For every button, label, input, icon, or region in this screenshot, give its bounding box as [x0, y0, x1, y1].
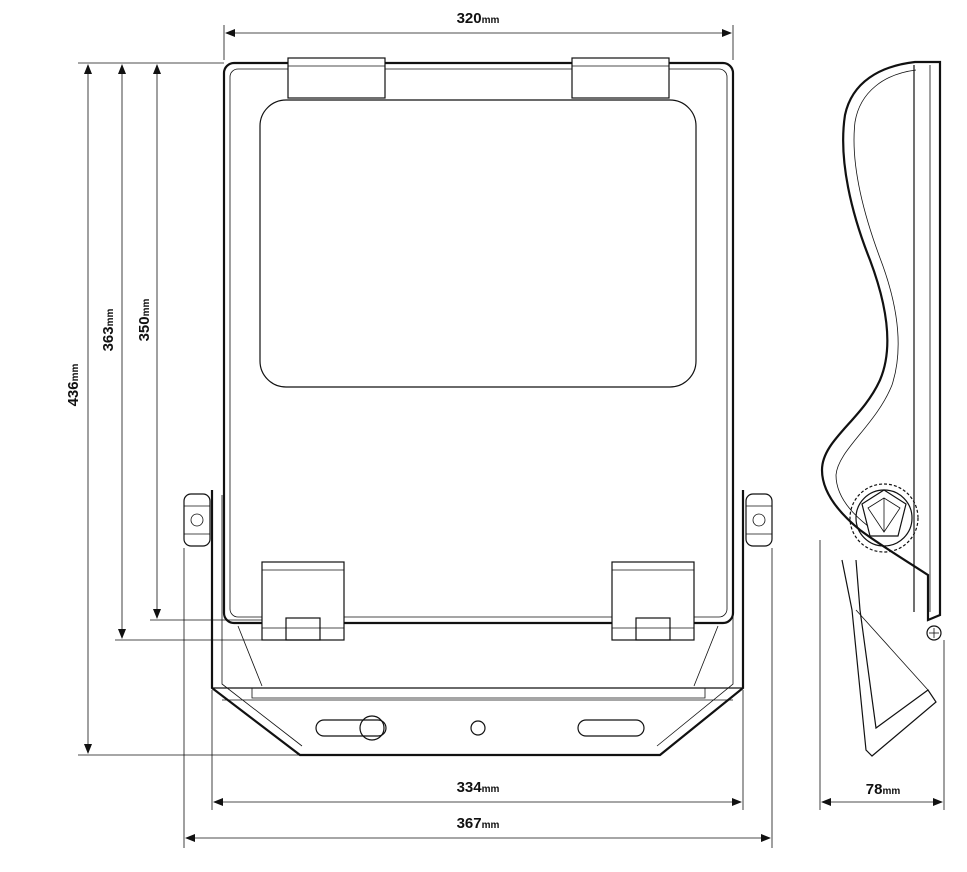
housing-body: [222, 61, 735, 625]
side-view: [820, 60, 942, 757]
bottom-clip-left: [261, 561, 345, 641]
side-housing-inner: [835, 69, 917, 527]
tilt-gear-knob: [849, 483, 919, 553]
housing-inner-edge: [229, 68, 728, 618]
dim-depth-label: 78mm: [866, 781, 901, 798]
top-clip-left: [287, 57, 386, 99]
keyhole-slot: [315, 715, 387, 741]
mounting-bracket: [210, 490, 745, 757]
knob-right: [745, 493, 773, 547]
dim-bracket-width-label: 334mm: [457, 779, 500, 796]
dim-height-350: 350mm: [136, 64, 262, 621]
dim-top-width: 320mm: [223, 10, 734, 60]
dim-overall-width: 367mm: [183, 548, 773, 848]
dim-height-total-label: 436mm: [65, 363, 82, 406]
dim-bracket-width: 334mm: [211, 690, 744, 810]
front-view: [183, 57, 773, 757]
side-housing-profile: [820, 60, 942, 622]
dim-height-363-label: 363mm: [100, 308, 117, 351]
elongated-slot: [577, 719, 645, 737]
lens-window: [259, 99, 697, 388]
dim-depth: 78mm: [819, 540, 945, 810]
dim-height-363: 363mm: [100, 64, 262, 641]
center-hole: [470, 720, 486, 736]
side-bracket-arm: [841, 559, 942, 757]
dim-height-350-label: 350mm: [136, 298, 153, 341]
bottom-clip-right: [611, 561, 695, 641]
dim-height-total: 436mm: [65, 62, 300, 756]
knob-left: [183, 493, 211, 547]
top-clip-right: [571, 57, 670, 99]
dim-overall-width-label: 367mm: [457, 815, 500, 832]
dim-top-width-label: 320mm: [457, 10, 500, 27]
